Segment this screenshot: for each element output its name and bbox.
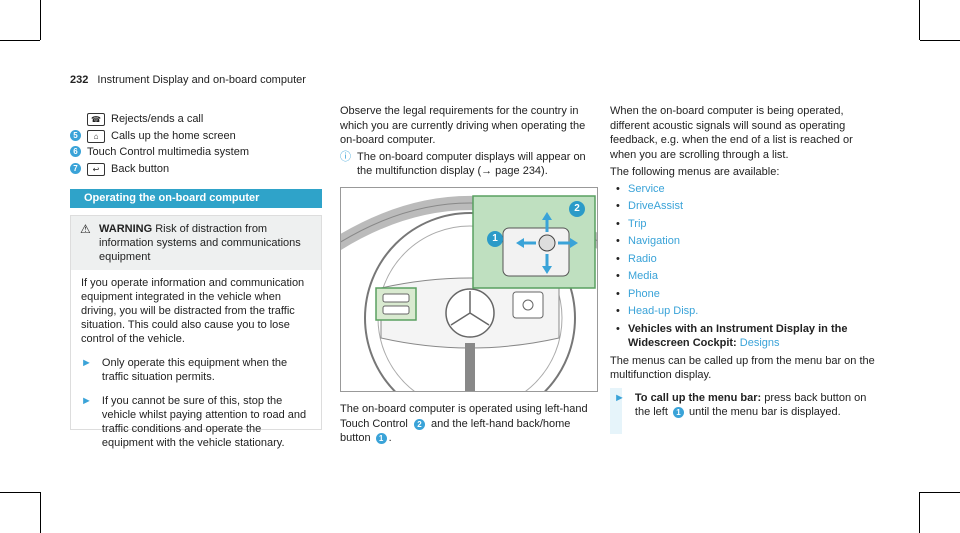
step-text: press back button on the left: [634, 391, 867, 419]
step-text: If you cannot be sure of this, stop the …: [101, 395, 307, 449]
note: ⓘ The on-board computer displays will ap…: [340, 150, 598, 179]
crop-mark: [920, 40, 960, 41]
arrow-icon: ►: [614, 391, 625, 404]
phone-end-icon: ☎: [87, 113, 105, 126]
figure-callout-badge: 2: [569, 201, 585, 217]
menu-item: •Radio: [616, 252, 657, 265]
section-title: Operating the on-board computer: [70, 189, 322, 208]
back-icon: ↩: [87, 162, 105, 176]
menu-list: •Service •DriveAssist •Trip •Navigation …: [610, 182, 875, 351]
menu-link[interactable]: Radio: [628, 252, 657, 265]
step-text: Only operate this equipment when the tra…: [101, 357, 288, 383]
page-header: 232 Instrument Display and on-board comp…: [70, 74, 306, 86]
page-number: 232: [70, 74, 89, 86]
item-text: Back button: [111, 162, 170, 175]
menu-link[interactable]: Designs: [739, 337, 780, 349]
figure-callout-badge: 1: [487, 231, 503, 247]
figure-caption: The on-board computer is operated using …: [340, 403, 588, 445]
caption-badge: 1: [375, 433, 387, 444]
intro-text: Observe the legal requirements for the c…: [340, 105, 586, 146]
menu-item: •Trip: [616, 217, 647, 230]
crop-mark: [40, 492, 41, 533]
warning-box: ⚠ WARNING Risk of distraction from infor…: [70, 215, 322, 449]
crop-mark: [0, 40, 40, 41]
home-icon: ⌂: [87, 129, 105, 143]
warning-label: WARNING: [99, 223, 153, 235]
instruction-step: ► To call up the menu bar: press back bu…: [610, 391, 875, 420]
list-item: 5 ⌂ Calls up the home screen: [70, 129, 322, 144]
column-middle: Observe the legal requirements for the c…: [340, 104, 598, 181]
menu-item: •Service: [616, 182, 665, 195]
menu-item: •Phone: [616, 287, 660, 300]
steering-wheel-figure: 1 2: [340, 187, 598, 392]
menu-link[interactable]: Navigation: [628, 235, 680, 247]
item-text: Touch Control multimedia system: [87, 146, 250, 158]
menu-link[interactable]: Service: [628, 182, 665, 195]
item-badge: 5: [70, 129, 81, 141]
column-right: When the on-board computer is being oper…: [610, 104, 875, 420]
warning-header: ⚠ WARNING Risk of distraction from infor…: [71, 216, 321, 270]
warning-body: If you operate information and communica…: [71, 270, 321, 456]
warning-triangle-icon: ⚠: [80, 222, 91, 236]
step-label: To call up the menu bar:: [634, 391, 762, 404]
caption-text: The on-board computer is operated using …: [340, 403, 588, 430]
menu-item: •Head-up Disp.: [616, 305, 699, 317]
crop-mark: [919, 492, 920, 533]
list-item: 6 Touch Control multimedia system: [70, 145, 322, 160]
warning-text: If you operate information and communica…: [81, 277, 305, 345]
menu-link[interactable]: Phone: [628, 287, 660, 300]
item-badge: 7: [70, 162, 81, 174]
menu-item: •Navigation: [616, 235, 680, 247]
menu-item: • Vehicles with an Instrument Display in…: [616, 322, 848, 350]
menu-link[interactable]: Media: [628, 270, 658, 282]
menu-link[interactable]: Head-up Disp.: [628, 305, 699, 317]
menus-label: The following menus are available:: [610, 166, 780, 178]
intro-text: When the on-board computer is being oper…: [610, 105, 853, 161]
info-icon: ⓘ: [340, 150, 351, 163]
menu-item: •DriveAssist: [616, 200, 684, 212]
page-title: Instrument Display and on-board computer: [97, 74, 306, 86]
menu-item: •Media: [616, 270, 658, 282]
steering-wheel-illustration: [341, 195, 597, 391]
crop-mark: [0, 492, 40, 493]
warning-step: ► Only operate this equipment when the t…: [81, 356, 311, 384]
caption-badge: 2: [413, 418, 425, 430]
arrow-icon: ►: [81, 395, 92, 407]
crop-mark: [920, 492, 960, 493]
menu-link[interactable]: Trip: [628, 217, 647, 230]
caption-text: and the left-hand back/home button: [340, 417, 571, 445]
warning-step: ► If you cannot be sure of this, stop th…: [81, 394, 311, 450]
menu-link[interactable]: DriveAssist: [628, 200, 684, 212]
step-badge: 1: [672, 407, 684, 418]
warning-head-text: Risk of distraction from information sys…: [99, 223, 301, 263]
item-text: Calls up the home screen: [111, 129, 236, 142]
column-left: ☎ Rejects/ends a call 5 ⌂ Calls up the h…: [70, 112, 322, 178]
note-text: The on-board computer displays will appe…: [357, 150, 586, 178]
item-text: Rejects/ends a call: [111, 113, 204, 125]
menubar-text: The menus can be called up from the menu…: [610, 354, 875, 382]
item-badge: 6: [70, 146, 81, 157]
crop-mark: [919, 0, 920, 40]
crop-mark: [40, 0, 41, 40]
arrow-icon: ►: [81, 357, 92, 369]
menu-condition: Vehicles with an Instrument Display in t…: [628, 322, 848, 350]
list-item: 7 ↩ Back button: [70, 162, 322, 177]
list-item: ☎ Rejects/ends a call: [70, 112, 322, 127]
step-text: until the menu bar is displayed.: [689, 406, 841, 418]
